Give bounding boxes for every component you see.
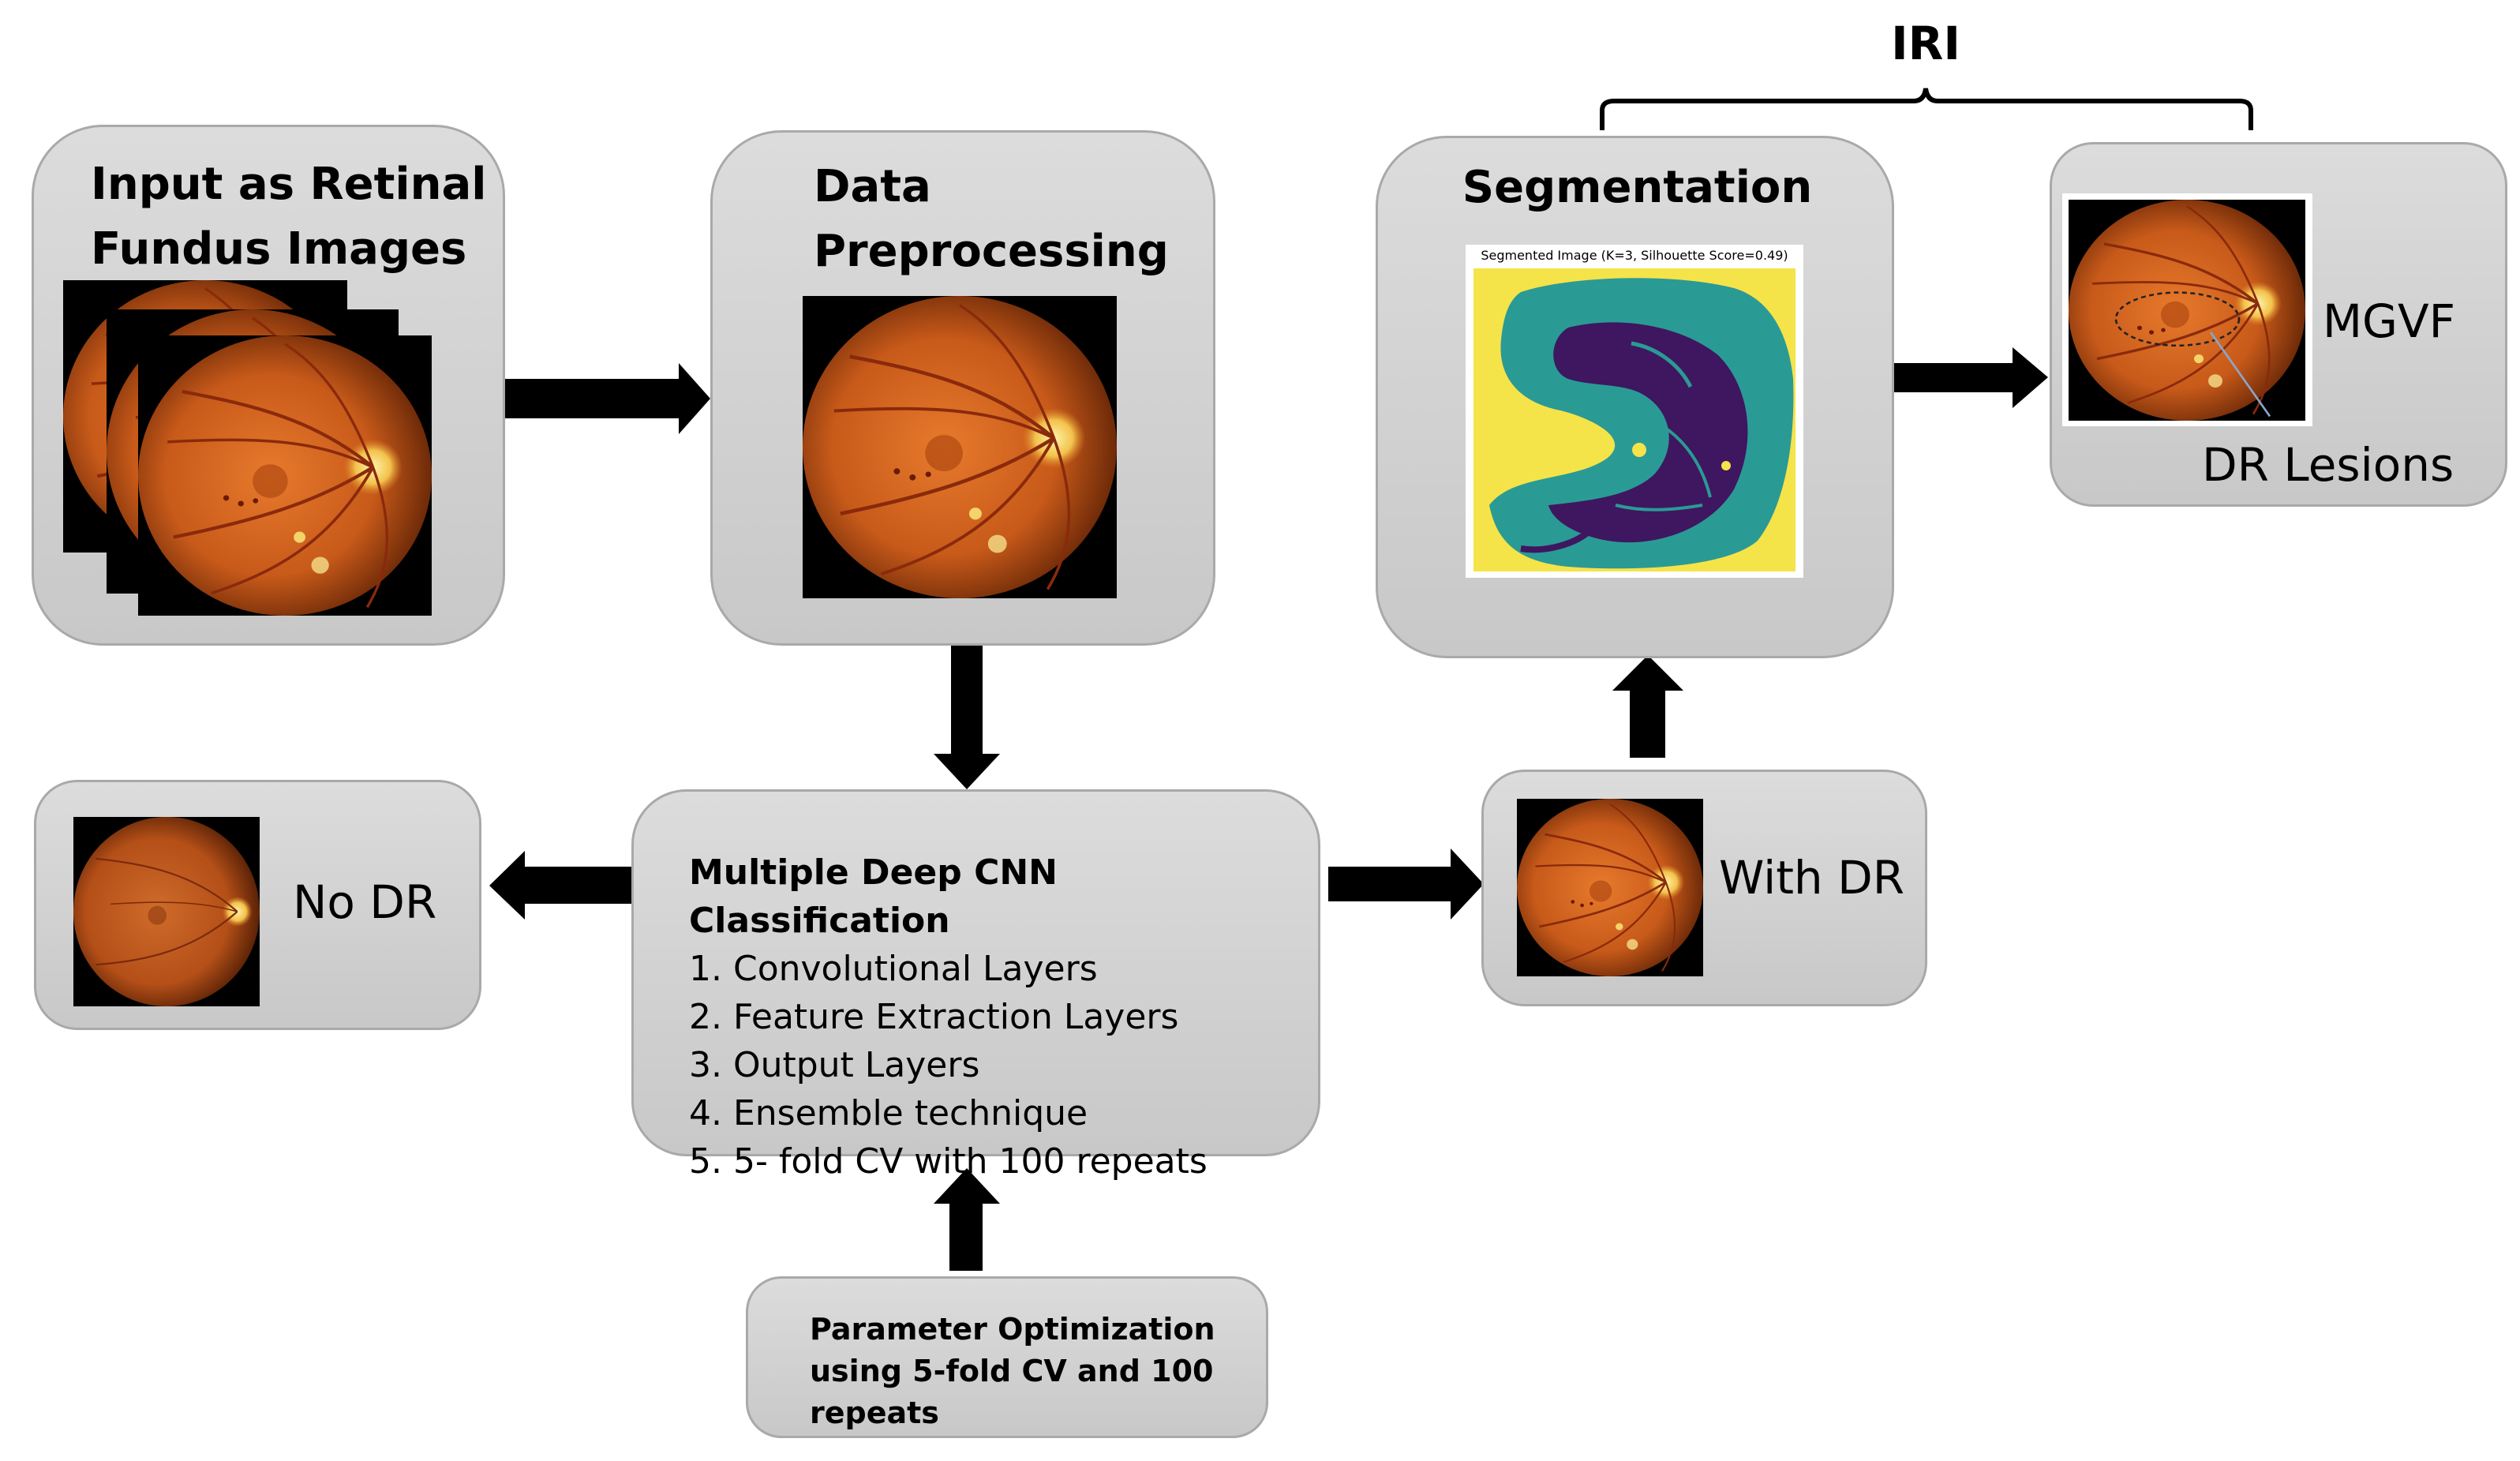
cnn-item-output: 3. Output Layers [689,1045,980,1085]
mgvf-lesion-image [2069,200,2305,421]
segmented-image-caption: Segmented Image (K=3, Silhouette Score=0… [1481,248,1788,263]
segmented-image-panel: Segmented Image (K=3, Silhouette Score=0… [1466,245,1803,578]
cnn-item-feature-extraction: 2. Feature Extraction Layers [689,997,1179,1037]
preprocess-title-line2: Preprocessing [814,226,1169,277]
preprocessing-title: Data Preprocessing [814,155,1169,284]
arrow-input-to-preprocess [501,363,710,434]
arrow-param-to-cnn [934,1168,1000,1271]
input-title-line2: Fundus Images [91,223,467,275]
arrow-cnn-to-nodr [489,851,631,920]
arrow-cnn-to-withdr [1328,849,1484,920]
fundus-image-stack-front [138,335,432,616]
cnn-item-convolutional: 1. Convolutional Layers [689,949,1098,989]
param-line1: Parameter Optimization [810,1312,1215,1347]
cnn-classification-box: Multiple Deep CNN Classification 1. Conv… [631,789,1320,1182]
cnn-title: Multiple Deep CNN Classification [689,852,1058,941]
iri-brace [1600,88,2253,130]
segmentation-title: Segmentation [1462,162,1813,213]
no-dr-fundus-image [73,817,260,1006]
param-line3: repeats [810,1395,939,1430]
param-content: Parameter Optimization using 5-fold CV a… [810,1309,1215,1434]
cnn-item-ensemble: 4. Ensemble technique [689,1093,1088,1133]
with-dr-label: With DR [1719,851,1905,905]
preprocess-title-line1: Data [814,161,931,212]
arrow-withdr-to-segmentation [1612,655,1683,758]
input-title-line1: Input as Retinal [91,159,487,210]
preprocessed-fundus-image [803,296,1117,598]
cnn-content: Multiple Deep CNN Classification 1. Conv… [689,849,1318,1186]
with-dr-fundus-image [1517,799,1703,976]
no-dr-label: No DR [293,875,437,929]
dr-lesions-label: DR Lesions [2202,438,2454,492]
param-line2: using 5-fold CV and 100 [810,1354,1214,1388]
input-box-title: Input as Retinal Fundus Images [91,152,487,282]
cnn-item-cv: 5. 5- fold CV with 100 repeats [689,1141,1208,1182]
mgvf-label: MGVF [2323,294,2456,348]
segmented-image [1473,268,1795,571]
parameter-optimization-box: Parameter Optimization using 5-fold CV a… [746,1276,1268,1438]
arrow-preprocess-to-cnn [934,643,1000,789]
arrow-segmentation-to-mgvf [1892,347,2048,408]
iri-label: IRI [1891,17,1960,70]
mgvf-image-frame [2062,193,2312,426]
